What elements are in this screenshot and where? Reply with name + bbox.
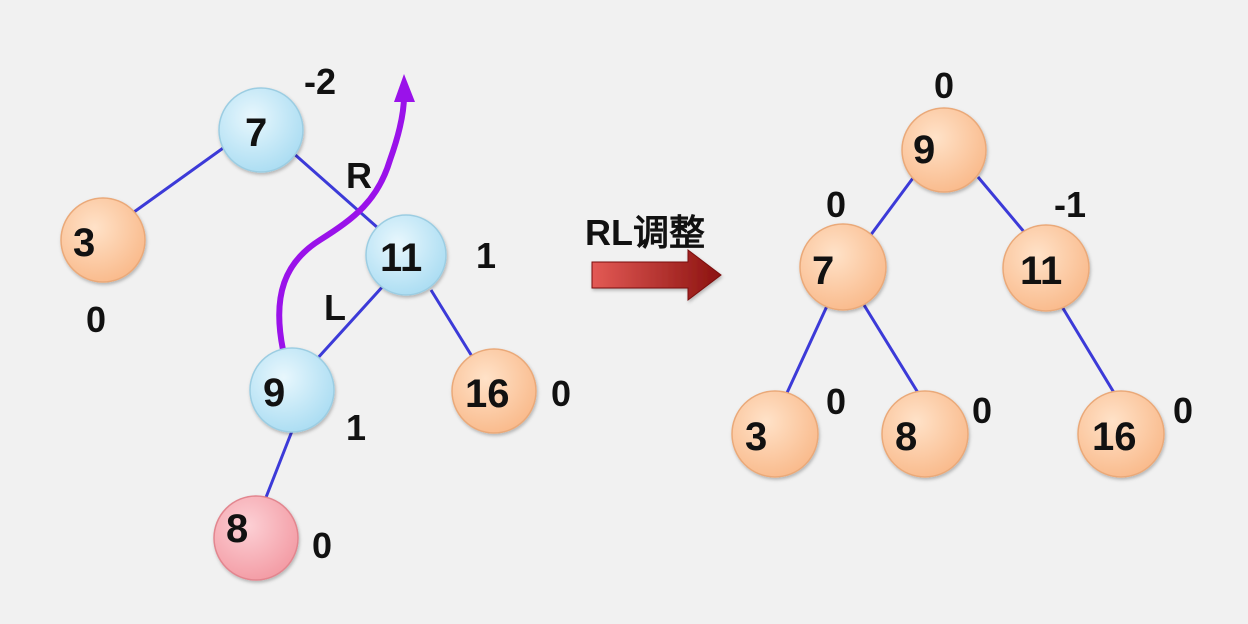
after-node-11: 11 [1002, 224, 1090, 312]
node-value: 16 [465, 372, 510, 416]
before-node-16: 16 [451, 348, 537, 434]
node-value: 8 [226, 507, 248, 551]
node-value: 11 [380, 236, 422, 280]
rotation-path-curve [276, 93, 407, 353]
after-balance-8: 0 [972, 390, 992, 431]
transition: RL调整 [585, 212, 722, 302]
after-balance-3: 0 [826, 381, 846, 422]
after-balance-11: -1 [1054, 184, 1086, 225]
edge-7-3 [784, 305, 829, 396]
before-balance-16: 0 [551, 373, 571, 414]
after-node-3: 3 [731, 390, 819, 478]
edge-label-r: R [346, 155, 372, 196]
node-value: 9 [263, 371, 285, 415]
edge-9-11 [976, 176, 1027, 234]
after-balance-16: 0 [1173, 390, 1193, 431]
after-node-16: 16 [1077, 390, 1165, 478]
edge-11-16 [1059, 304, 1118, 397]
rotation-path-arrowhead [394, 74, 415, 102]
edge-11-16 [429, 289, 475, 359]
node-value: 3 [73, 221, 95, 265]
node-value: 16 [1092, 415, 1137, 459]
edge-11-9 [314, 283, 386, 362]
before-node-7: 7 [218, 87, 304, 173]
before-node-3: 3 [60, 197, 146, 283]
node-value: 7 [245, 111, 267, 155]
node-value: 8 [895, 415, 917, 459]
before-balance-3: 0 [86, 299, 106, 340]
before-node-9: 9 [249, 347, 335, 433]
edge-7-8 [862, 304, 922, 397]
node-value: 7 [812, 249, 834, 293]
after-node-7: 7 [799, 223, 887, 311]
after-node-8: 8 [881, 390, 969, 478]
edge-7-3 [133, 144, 227, 214]
after-node-9: 9 [901, 107, 987, 193]
before-balance-11: 1 [476, 235, 496, 276]
before-edges [133, 144, 475, 506]
node-value: 11 [1020, 249, 1062, 293]
after-edges [784, 176, 1118, 397]
edge-7-11 [291, 150, 379, 230]
node-value: 3 [745, 415, 767, 459]
rotation-path [276, 74, 415, 353]
before-balance-7: -2 [304, 61, 336, 102]
before-balance-9: 1 [346, 407, 366, 448]
edge-label-l: L [324, 287, 346, 328]
before-tree: R L 7 3 11 9 16 8 -2 0 1 1 [60, 61, 571, 581]
before-node-8: 8 [213, 495, 299, 581]
before-node-11: 11 [365, 214, 447, 296]
edge-9-8 [261, 430, 294, 506]
node-value: 9 [913, 128, 935, 172]
operation-label: RL调整 [585, 212, 705, 253]
before-balance-8: 0 [312, 525, 332, 566]
after-balance-9: 0 [934, 65, 954, 106]
edge-9-7 [868, 177, 915, 237]
after-tree: 9 7 11 3 8 16 0 0 -1 0 0 0 [731, 65, 1193, 478]
right-arrow-icon [591, 248, 722, 302]
after-balance-7: 0 [826, 184, 846, 225]
